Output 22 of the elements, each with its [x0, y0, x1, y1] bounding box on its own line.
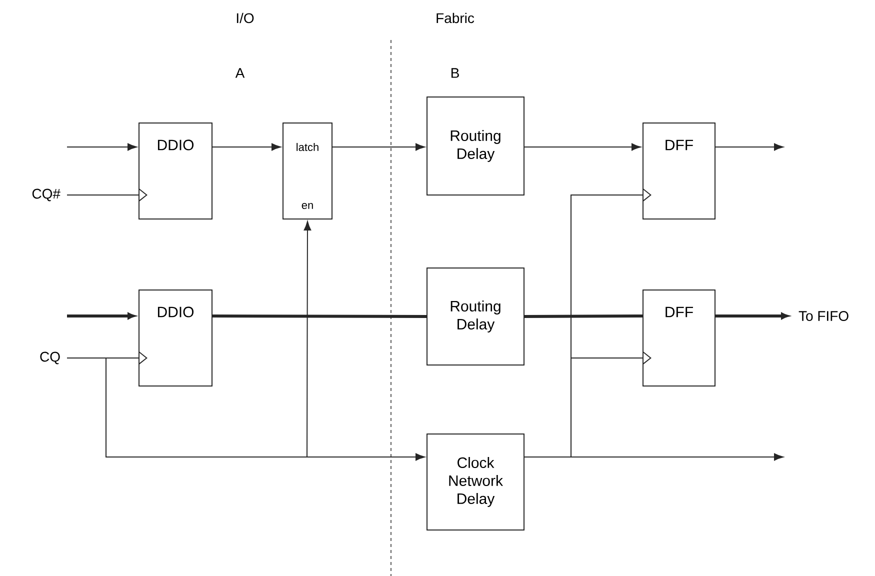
- delay-box: Clock Network Delay: [426, 434, 524, 530]
- flip-flop-box: DDIO: [138, 290, 212, 386]
- signal-label: To FIFO: [798, 311, 848, 321]
- region-label: B: [451, 68, 459, 78]
- signal-label: CQ#: [32, 188, 60, 202]
- region-label: A: [235, 68, 245, 78]
- connector-arrow: [524, 453, 784, 461]
- latch-box: latch en: [282, 122, 332, 220]
- region-label: Fabric: [436, 12, 474, 24]
- connector-arrow: [212, 143, 281, 151]
- delay-box: Routing Delay: [426, 96, 524, 196]
- connector-arrow: [66, 143, 137, 151]
- flip-flop-box: DDIO: [138, 122, 212, 220]
- connector-arrow: [524, 143, 641, 151]
- flip-flop-box: DFF: [642, 122, 716, 220]
- connector-arrow: [332, 143, 425, 151]
- signal-label: CQ: [40, 352, 60, 364]
- delay-box: Routing Delay: [426, 268, 524, 366]
- connector-arrow: [715, 143, 784, 151]
- flip-flop-box: DFF: [642, 290, 716, 386]
- connector-arrow: [66, 221, 312, 458]
- region-label: I/O: [236, 12, 254, 24]
